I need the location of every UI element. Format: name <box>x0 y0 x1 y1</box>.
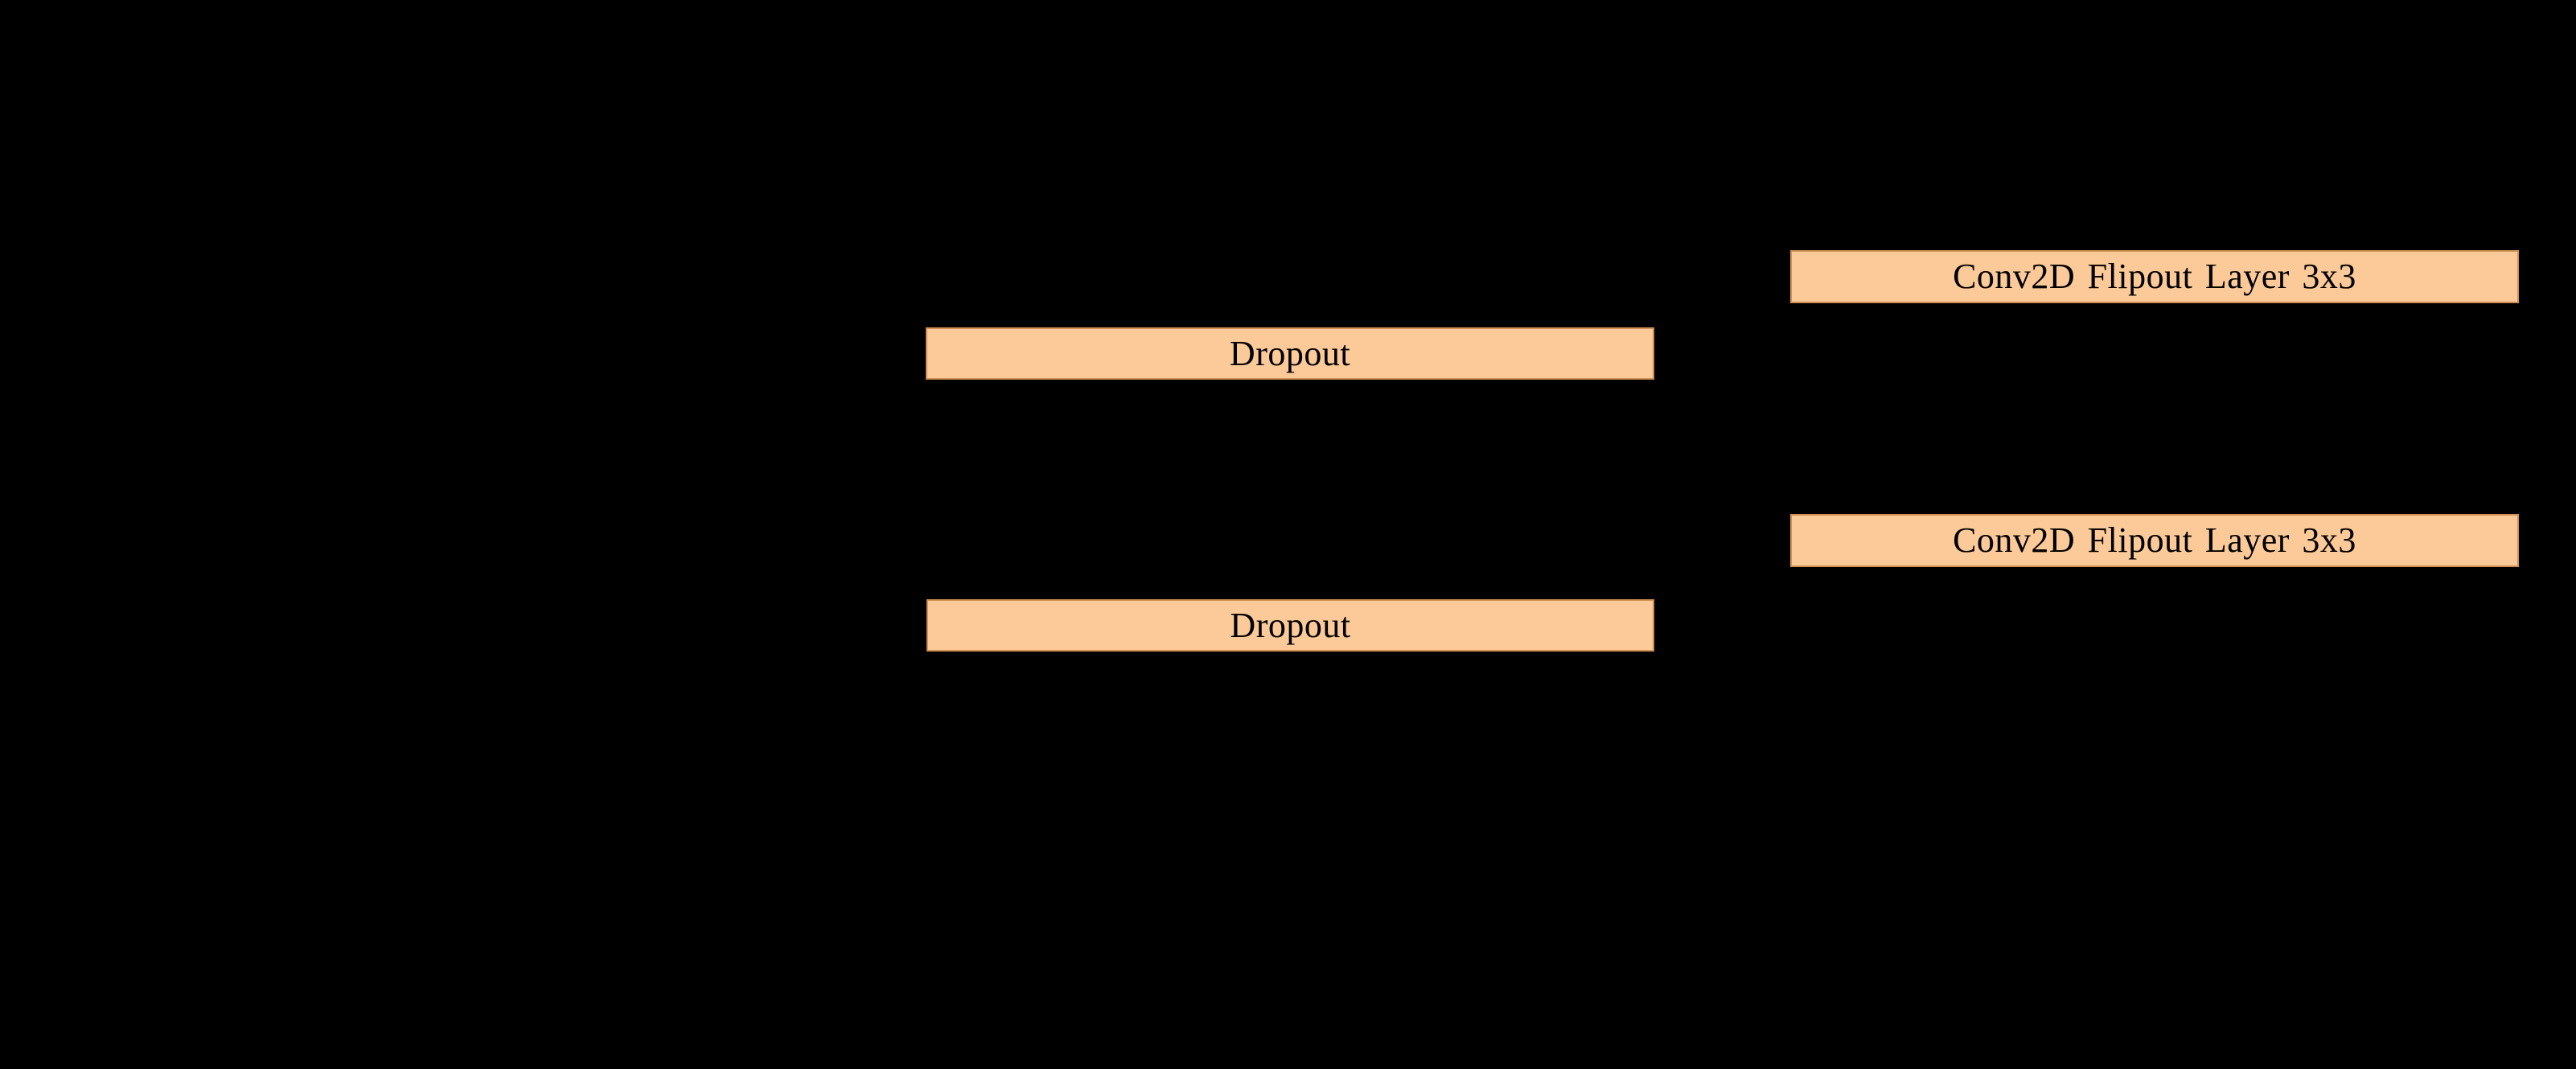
node-dropout-2-label: Dropout <box>1230 605 1351 645</box>
node-conv2d-flipout-layer-1: Conv2D Flipout Layer 3x3 <box>1790 250 2519 303</box>
node-dropout-1: Dropout <box>926 327 1654 380</box>
node-conv2d-flipout-layer-1-label: Conv2D Flipout Layer 3x3 <box>1953 257 2356 296</box>
node-conv2d-flipout-layer-2: Conv2D Flipout Layer 3x3 <box>1790 514 2519 567</box>
node-conv2d-flipout-layer-2-label: Conv2D Flipout Layer 3x3 <box>1953 520 2356 560</box>
node-dropout-1-label: Dropout <box>1229 333 1351 373</box>
node-dropout-2: Dropout <box>926 599 1654 652</box>
